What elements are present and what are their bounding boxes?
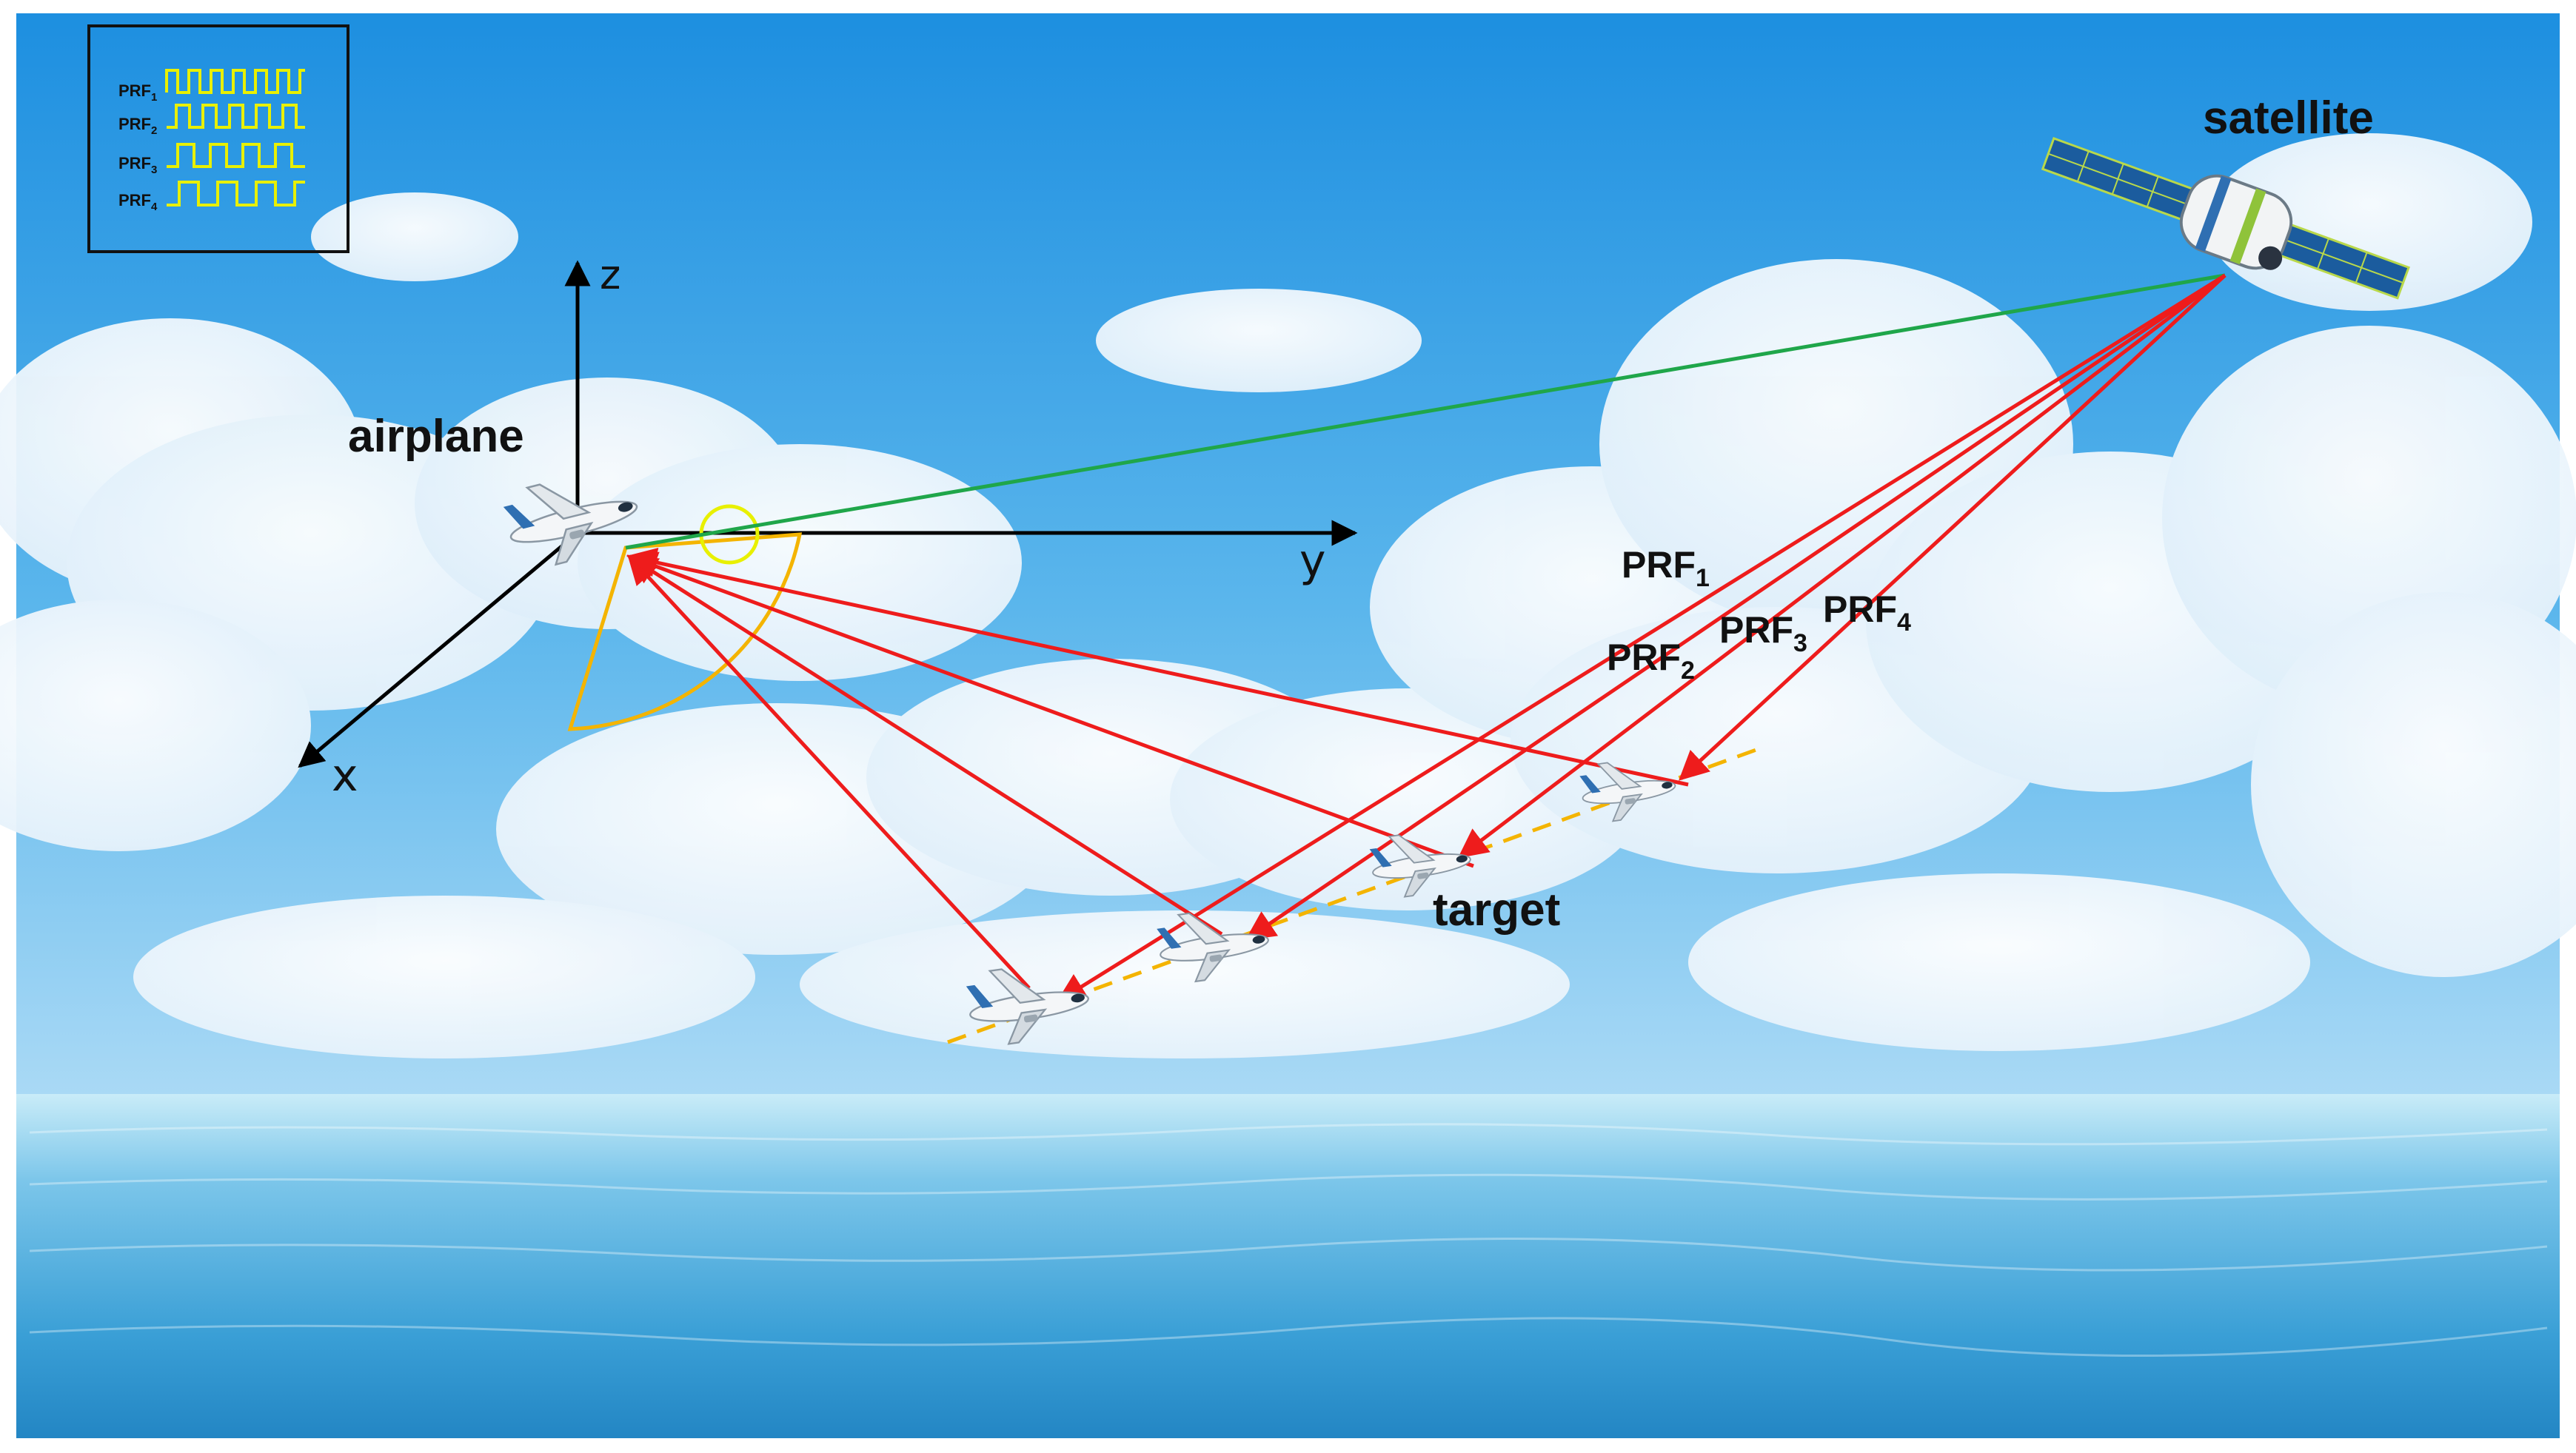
- pulse-train-2: [167, 104, 305, 129]
- transmit-path-3: [1457, 274, 2227, 859]
- prf-label-2: PRF2: [1607, 637, 1695, 685]
- legend-frame: [87, 24, 349, 253]
- direct-path-line: [625, 273, 2226, 550]
- echo-path-2: [626, 554, 1223, 936]
- prf-label-4: PRF4: [1823, 588, 1911, 637]
- x-axis: [298, 531, 579, 768]
- z-axis-label: z: [600, 252, 620, 298]
- prf-label-2-sub: 2: [1681, 657, 1695, 685]
- airplane-label: airplane: [348, 411, 524, 462]
- echo-paths: [626, 548, 1689, 990]
- prf-label-3-base: PRF: [1719, 609, 1793, 651]
- transmit-paths: [1056, 273, 2227, 1003]
- pulse-train-3: [167, 143, 305, 168]
- legend-label-1: PRF: [118, 81, 151, 100]
- echo-path-3: [626, 551, 1474, 868]
- legend-sub-2: 2: [151, 124, 157, 137]
- prf-label-3: PRF3: [1719, 609, 1807, 657]
- transmit-path-2: [1245, 273, 2227, 941]
- legend-sub-1: 1: [151, 91, 157, 104]
- clouds: [0, 133, 2576, 1058]
- svg-text:PRF1: PRF1: [118, 81, 157, 104]
- prf-label-2-base: PRF: [1607, 637, 1681, 678]
- prf-label-4-sub: 4: [1897, 608, 1911, 637]
- prf-legend: PRF1 PRF2 PRF3 PRF4: [87, 24, 349, 253]
- prf-label-3-sub: 3: [1793, 629, 1807, 657]
- pulse-train-1: [165, 69, 305, 94]
- sea-waves: [29, 1123, 2548, 1358]
- transmit-path-1: [1056, 273, 2227, 1003]
- sea-background: [16, 1094, 2560, 1438]
- beam-sector: [567, 532, 803, 731]
- satellite-label: satellite: [2203, 93, 2374, 144]
- pulse-train-4: [167, 181, 305, 207]
- legend-row-1: PRF1: [118, 69, 305, 104]
- echo-path-1: [627, 554, 1031, 990]
- legend-row-2: PRF2: [118, 104, 305, 137]
- satellite-icon: [2041, 137, 2410, 300]
- x-axis-label: x: [332, 750, 358, 802]
- prf-label-4-base: PRF: [1823, 588, 1897, 630]
- y-axis-label: y: [1299, 535, 1326, 587]
- legend-label-2: PRF: [118, 115, 151, 133]
- legend-label-4: PRF: [118, 191, 151, 209]
- transmit-path-4: [1679, 274, 2227, 781]
- svg-text:PRF2: PRF2: [118, 115, 157, 137]
- prf-label-1-sub: 1: [1696, 564, 1710, 592]
- legend-row-3: PRF3: [118, 143, 305, 176]
- legend-sub-3: 3: [151, 164, 157, 176]
- legend-label-3: PRF: [118, 154, 151, 172]
- legend-row-4: PRF4: [118, 181, 305, 213]
- prf-label-1: PRF1: [1622, 544, 1710, 592]
- target-label: target: [1433, 885, 1560, 936]
- prf-label-1-base: PRF: [1622, 544, 1696, 585]
- echo-path-4: [626, 548, 1689, 787]
- legend-sub-4: 4: [151, 201, 158, 213]
- svg-text:PRF3: PRF3: [118, 154, 157, 176]
- svg-text:PRF4: PRF4: [118, 191, 158, 213]
